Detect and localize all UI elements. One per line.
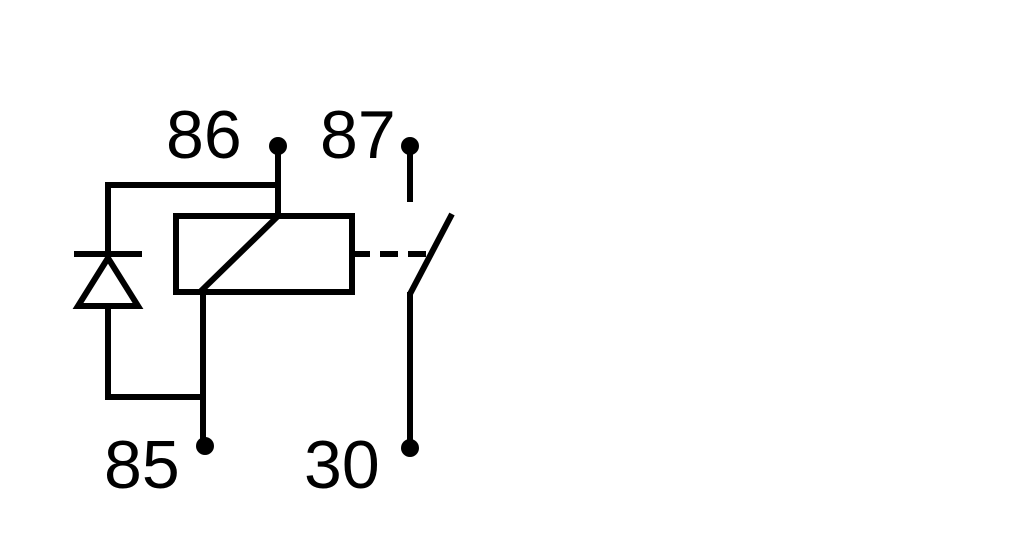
terminal-label-85: 85 [104,427,180,503]
diode-triangle [72,252,144,309]
terminal-label-86: 86 [166,97,242,173]
switch-arm [407,212,455,296]
coil-diagonal [197,213,281,295]
terminal-label-87: 87 [320,97,396,173]
wire-diode-to-85 [105,306,205,400]
wire-86-to-diode [105,182,278,254]
terminal-label-30: 30 [304,427,380,503]
